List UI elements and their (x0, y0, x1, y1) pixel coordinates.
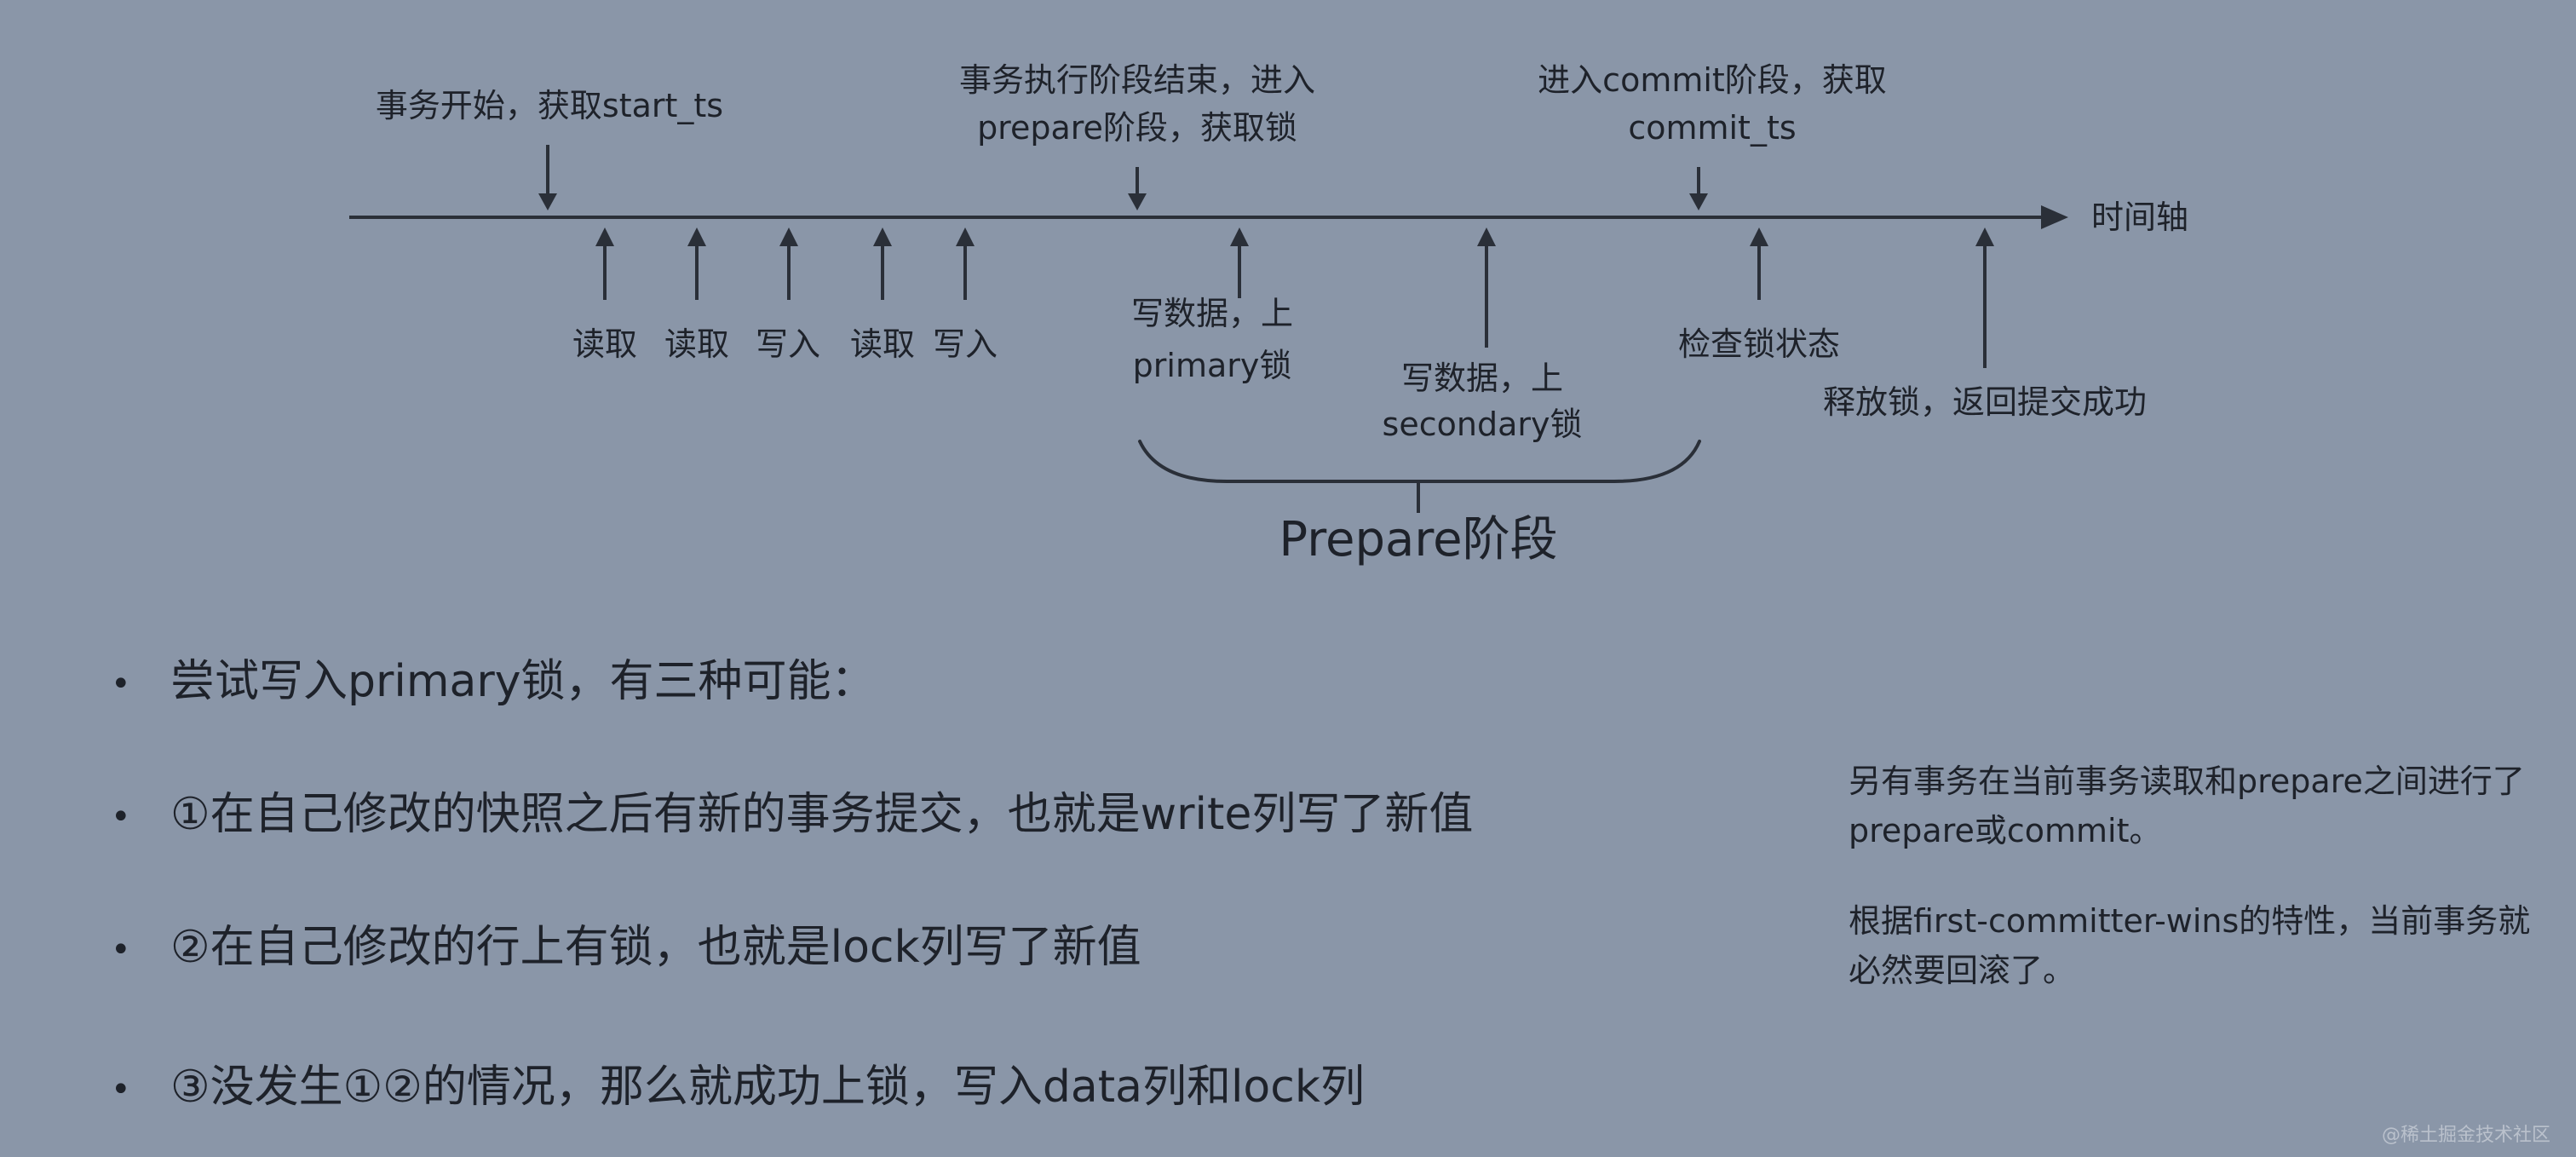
bullet-text: 尝试写入primary锁，有三种可能： (170, 656, 876, 707)
arrow-write-2-head (956, 227, 975, 246)
bullet-dot: • (111, 930, 131, 970)
arrow-read-1-head (595, 227, 614, 246)
label-commit-line2: commit_ts (1628, 109, 1797, 147)
arrow-primary-head (1230, 227, 1249, 246)
label-secondary-line1: 写数据，上 (1400, 360, 1564, 397)
arrow-start-head (538, 193, 557, 210)
timeline-axis-arrowhead (2041, 205, 2068, 229)
bullet-text: ③没发生①②的情况，那么就成功上锁，写入data列和lock列 (170, 1062, 1365, 1113)
arrow-commit-head (1689, 193, 1708, 210)
timeline-diagram (349, 145, 2068, 513)
label-read-2: 读取 (664, 325, 730, 363)
bullet-dot: • (111, 665, 131, 704)
label-commit-line1: 进入commit阶段，获取 (1538, 61, 1887, 99)
phase-label: Prepare阶段 (1279, 512, 1558, 567)
arrow-prepare-head (1128, 193, 1147, 210)
label-prepare-line1: 事务执行阶段结束，进入 (958, 61, 1316, 99)
prepare-phase-brace (1138, 440, 1701, 483)
arrow-read-2-head (687, 227, 706, 246)
label-primary-line2: primary锁 (1132, 347, 1292, 384)
bullet-dot: • (111, 1070, 131, 1109)
arrow-write-1-head (779, 227, 798, 246)
note-paragraph-2: 根据first-committer-wins的特性，当前事务就必然要回滚了。 (1849, 902, 2531, 989)
axis-label: 时间轴 (2091, 199, 2189, 236)
bullet-dot: • (111, 797, 131, 837)
arrow-secondary-head (1477, 227, 1496, 246)
arrow-release-head (1975, 227, 1994, 246)
label-read-1: 读取 (572, 325, 638, 363)
label-prepare-line2: prepare阶段，获取锁 (977, 109, 1297, 147)
bullet-text: ①在自己修改的快照之后有新的事务提交，也就是write列写了新值 (170, 789, 1474, 840)
note-paragraph-1: 另有事务在当前事务读取和prepare之间进行了prepare或commit。 (1849, 763, 2525, 849)
bullet-item: • ③没发生①②的情况，那么就成功上锁，写入data列和lock列 (111, 1060, 1365, 1117)
label-secondary-line2: secondary锁 (1382, 406, 1583, 443)
label-start: 事务开始，获取start_ts (375, 87, 724, 124)
label-release: 释放锁，返回提交成功 (1822, 383, 2148, 421)
label-primary-line1: 写数据，上 (1130, 295, 1294, 332)
bullet-text: ②在自己修改的行上有锁，也就是lock列写了新值 (170, 922, 1141, 973)
bullet-item: • 尝试写入primary锁，有三种可能： (111, 654, 876, 711)
arrow-read-3-head (873, 227, 892, 246)
label-read-3: 读取 (849, 325, 916, 363)
label-write-2: 写入 (932, 325, 998, 363)
label-check-lock: 检查锁状态 (1677, 325, 1841, 363)
bullet-item: • ②在自己修改的行上有锁，也就是lock列写了新值 (111, 920, 1141, 977)
label-write-1: 写入 (755, 325, 821, 363)
bullet-item: • ①在自己修改的快照之后有新的事务提交，也就是write列写了新值 (111, 787, 1473, 844)
watermark: @稀土掘金技术社区 (2381, 1125, 2550, 1146)
arrow-check-lock-head (1750, 227, 1768, 246)
